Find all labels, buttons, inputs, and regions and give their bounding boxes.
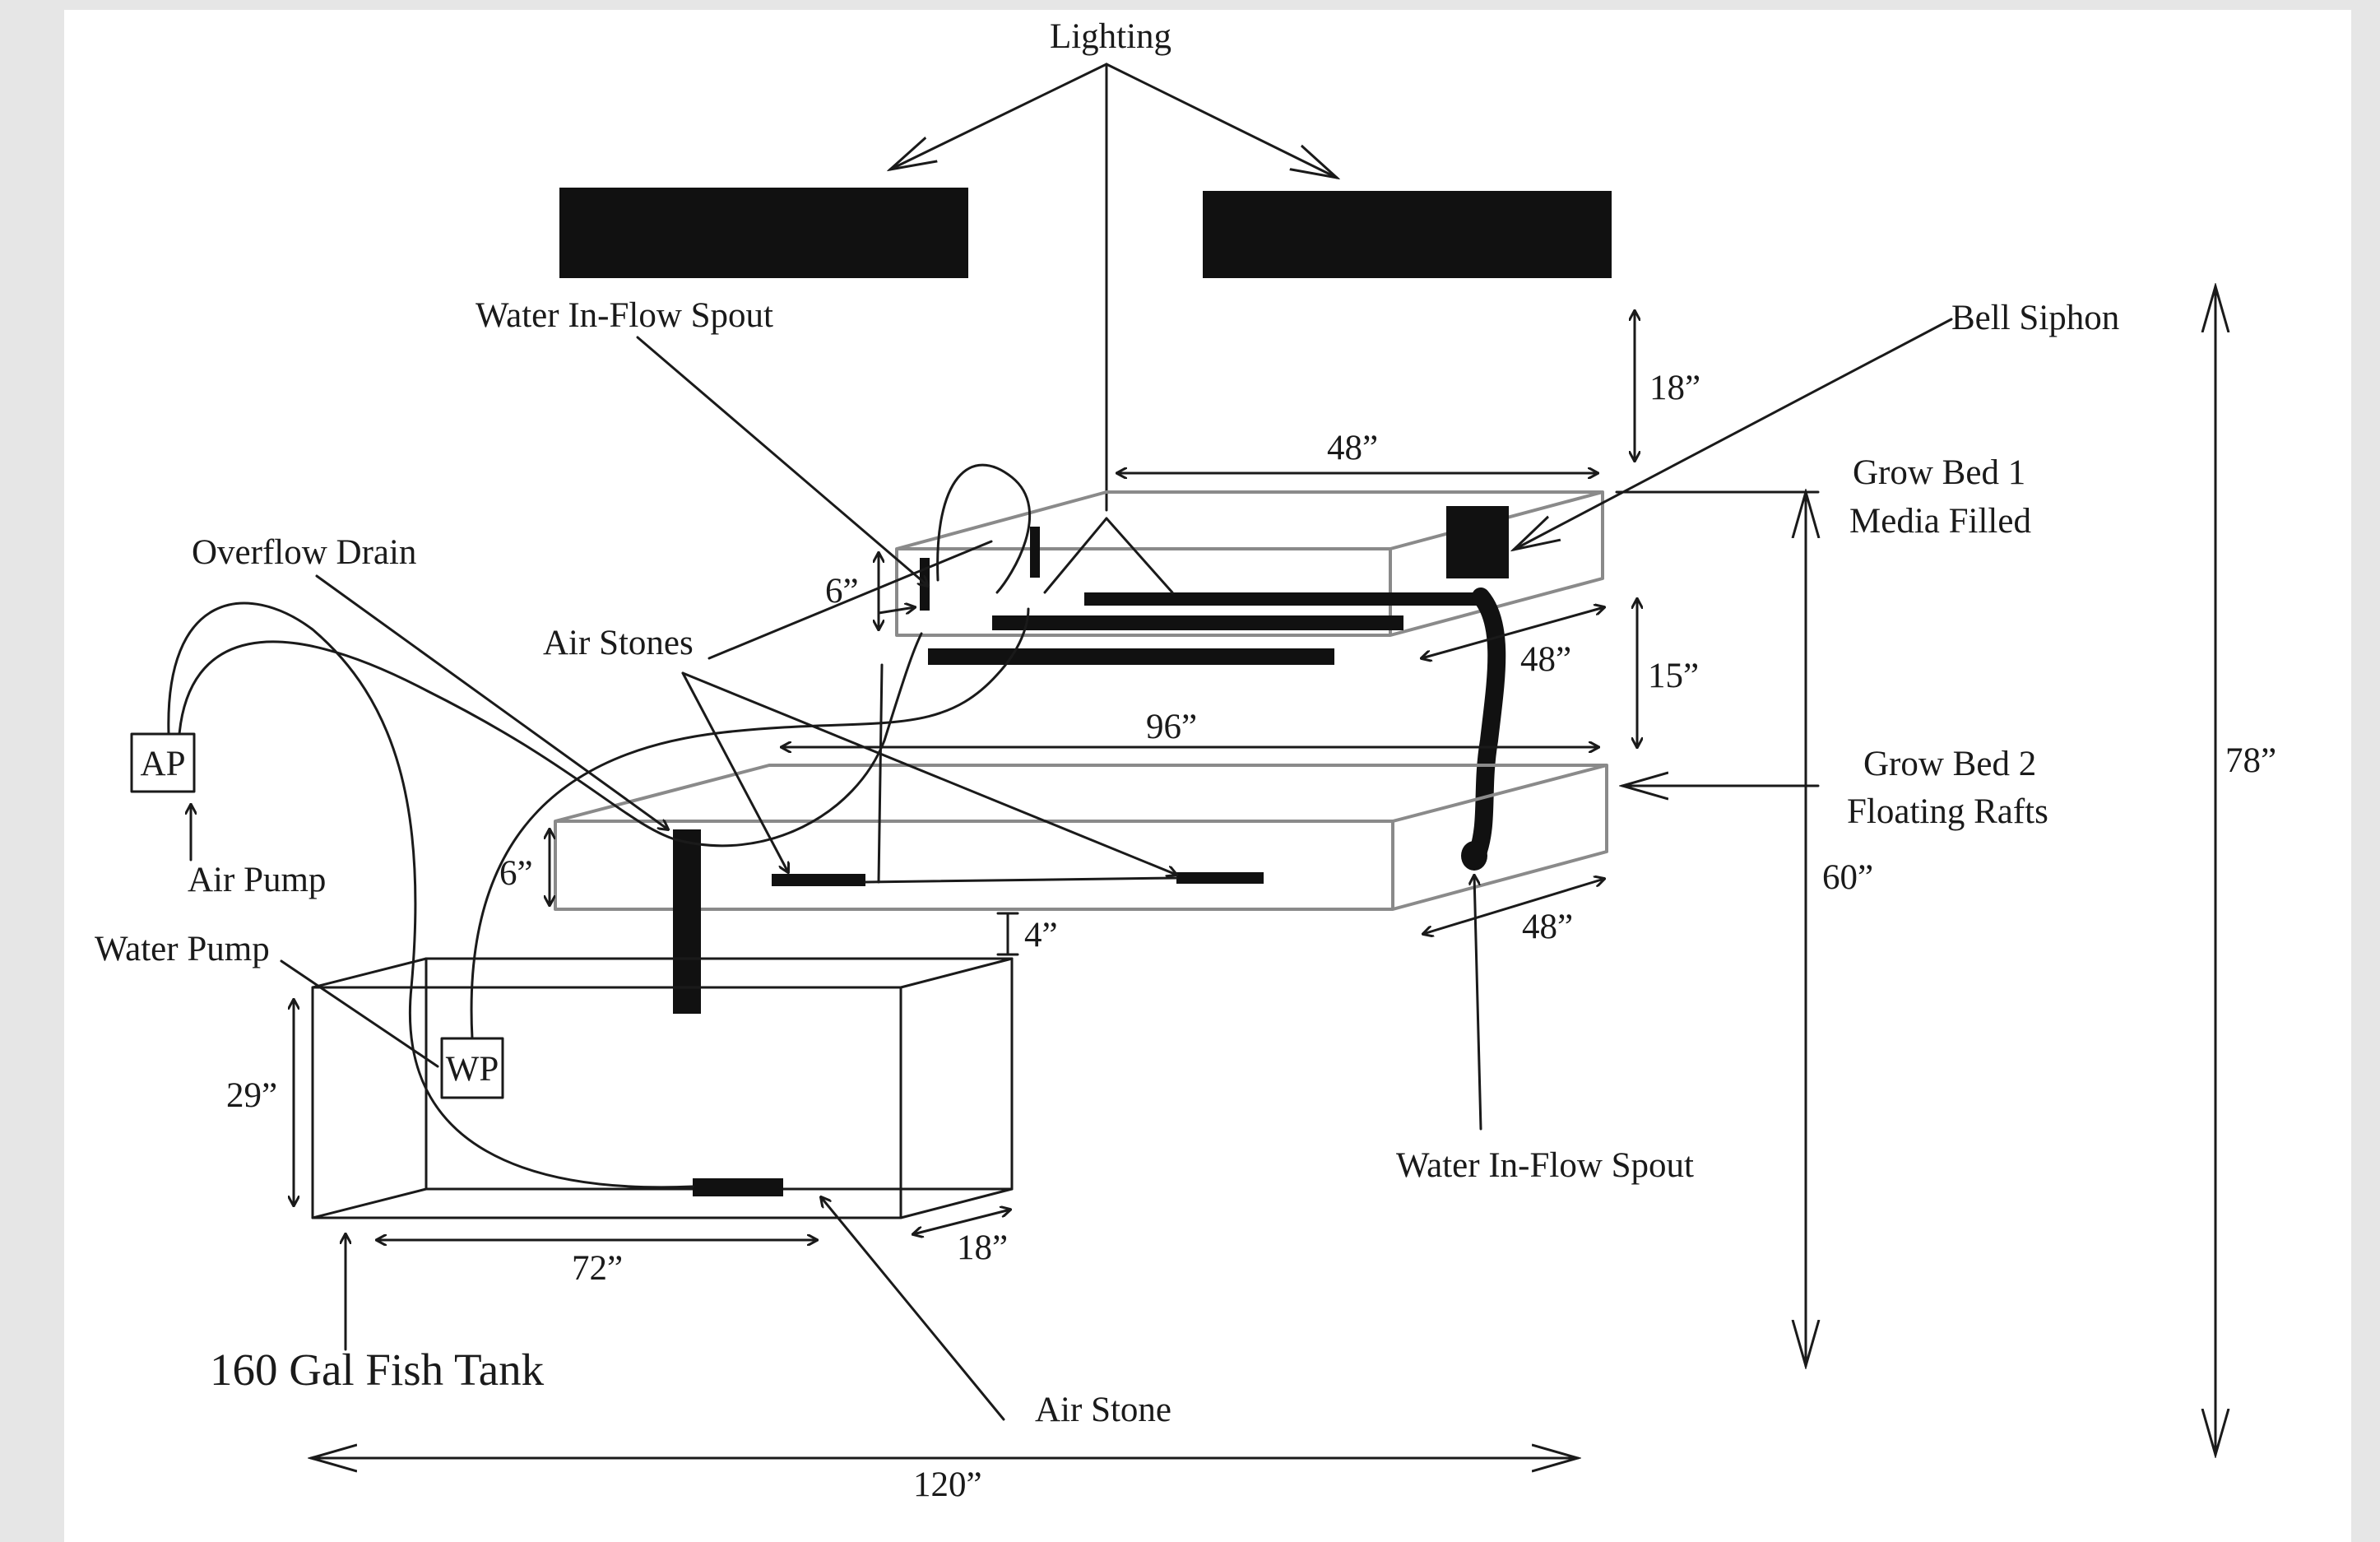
grow-light-left — [559, 188, 968, 278]
grow-bed-1-title: Grow Bed 1 — [1853, 453, 2025, 492]
dim-tank-length: 72” — [572, 1249, 623, 1288]
dim-bed1-depth: 6” — [825, 572, 859, 611]
dim-total-height: 78” — [2225, 741, 2276, 780]
water-inflow-bottom-label: Water In-Flow Spout — [1396, 1146, 1694, 1185]
bed2-air-line — [864, 876, 1178, 884]
dim-tank-width: 18” — [957, 1228, 1008, 1267]
drain-outlet — [1461, 841, 1487, 871]
water-inflow-top-label: Water In-Flow Spout — [476, 296, 773, 335]
dim-total-length: 120” — [913, 1465, 982, 1504]
dim-bed2-length: 96” — [1146, 708, 1197, 746]
grow-bed-2-title: Grow Bed 2 — [1863, 745, 2036, 783]
dim-bed1-length: 48” — [1327, 429, 1378, 467]
air-stone-label: Air Stone — [1035, 1391, 1171, 1429]
air-stone-tank — [693, 1178, 783, 1196]
bell-siphon-unit — [1446, 506, 1509, 578]
dimension-lines — [294, 286, 2215, 1458]
grow-bed-2-subtitle: Floating Rafts — [1847, 792, 2048, 831]
air-stones-label: Air Stones — [543, 624, 694, 662]
water-pump-label: Water Pump — [95, 930, 270, 968]
dim-bed1-height: 60” — [1822, 858, 1873, 897]
air-pump-box — [130, 732, 196, 793]
air-pump-label: Air Pump — [188, 861, 326, 899]
bell-siphon-label: Bell Siphon — [1951, 299, 2119, 337]
water-pump-box-label: WP — [446, 1050, 499, 1089]
lighting-pointers — [890, 63, 1337, 512]
air-stone-bed2-b — [1176, 872, 1264, 884]
lighting-label: Lighting — [1050, 17, 1171, 56]
dim-bed-gap: 15” — [1648, 657, 1699, 695]
overflow-drain-label: Overflow Drain — [192, 533, 416, 572]
dim-tank-height: 29” — [226, 1076, 277, 1115]
air-stones-pointers — [681, 540, 1176, 875]
air-pump-box-label: AP — [141, 745, 186, 783]
air-stone-bed2-a — [772, 874, 865, 886]
overflow-drain-pipe — [673, 829, 701, 1014]
dim-light-clearance: 18” — [1649, 369, 1700, 407]
grow-bed-1-subtitle: Media Filled — [1849, 502, 2031, 541]
dim-bed1-width: 48” — [1520, 640, 1571, 679]
bed1-air-lines — [936, 463, 1174, 594]
tubing — [167, 601, 1030, 1189]
dim-bed2-depth: 6” — [499, 854, 533, 893]
fish-tank-label: 160 Gal Fish Tank — [210, 1345, 545, 1395]
air-stone-bed1-a — [1084, 592, 1478, 606]
air-stone-bed1-b — [992, 615, 1403, 630]
grow-bed-1-inlet-b — [1030, 527, 1040, 578]
air-stone-bed1-c — [928, 648, 1334, 665]
grow-light-right — [1203, 191, 1612, 278]
dim-bed2-width: 48” — [1522, 908, 1573, 946]
grow-bed-2 — [554, 764, 1608, 911]
dim-tank-gap: 4” — [1024, 916, 1058, 954]
